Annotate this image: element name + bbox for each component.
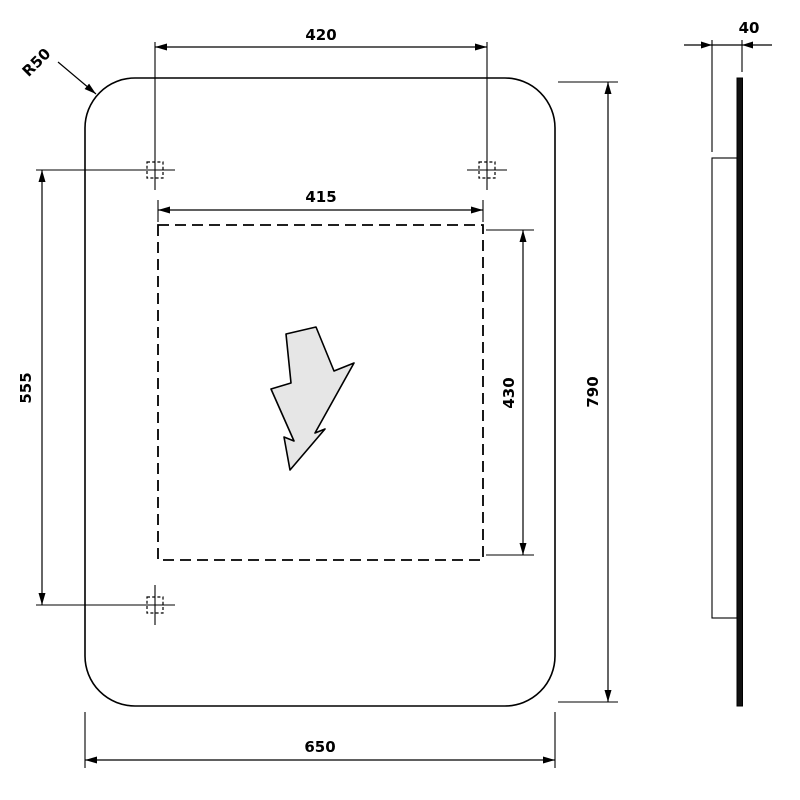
side-view <box>711 77 743 707</box>
mounting-hole-bottom-left <box>135 585 175 625</box>
dimension-430: 430 <box>486 229 534 556</box>
dimension-415: 415 <box>157 188 484 222</box>
dim-label-415: 415 <box>305 188 336 206</box>
dimension-790: 790 <box>558 81 618 703</box>
dim-label-r50: R50 <box>19 45 55 81</box>
dim-label-430: 430 <box>500 377 518 408</box>
lightning-bolt-icon <box>270 326 355 471</box>
dimension-40: 40 <box>684 19 772 152</box>
cutout-dashed-rect <box>157 224 484 561</box>
mounting-hole-top-left <box>135 150 175 190</box>
side-view-plate-bar <box>736 77 743 707</box>
dim-label-40: 40 <box>739 19 760 37</box>
front-view <box>84 77 556 707</box>
dimension-r50: R50 <box>19 45 97 95</box>
dimension-555: 555 <box>17 169 137 606</box>
dim-label-420: 420 <box>305 26 336 44</box>
dim-label-790: 790 <box>584 376 602 407</box>
dim-label-555: 555 <box>17 372 35 403</box>
mounting-hole-top-right <box>467 150 507 190</box>
dimension-650: 650 <box>84 712 556 768</box>
side-view-rear-box <box>711 157 738 619</box>
dimension-420: 420 <box>154 26 488 150</box>
dim-label-650: 650 <box>304 738 335 756</box>
